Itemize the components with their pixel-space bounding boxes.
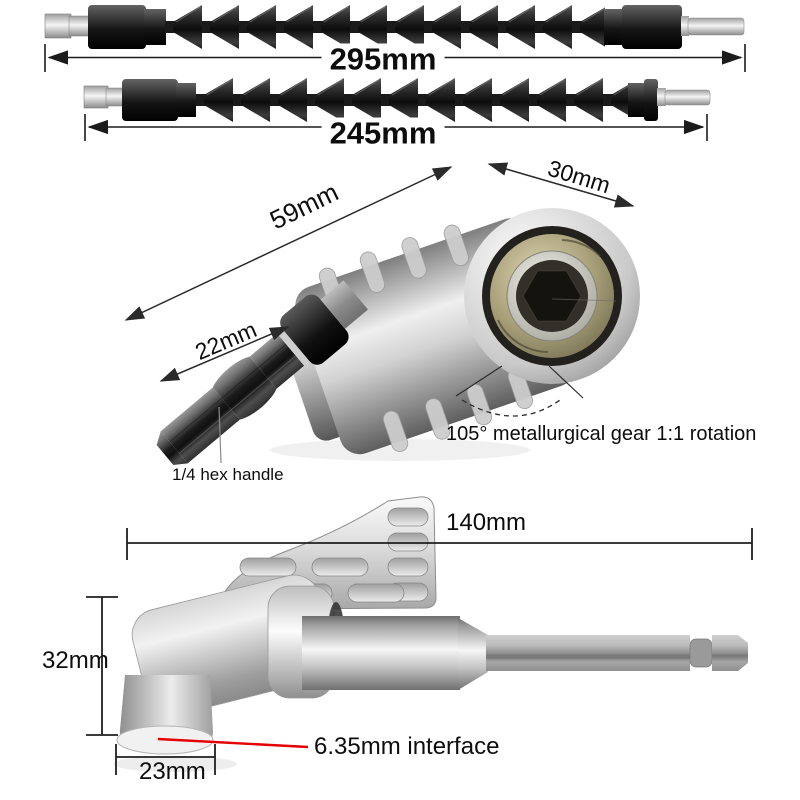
dimension-line-140	[126, 528, 753, 560]
offset-overall-length-label: 140mm	[446, 509, 527, 536]
dimension-arrow-59	[124, 166, 453, 321]
shaft-long-length-label: 295mm	[321, 43, 445, 75]
rotation-note: 105° metallurgical gear 1:1 rotation	[446, 423, 757, 445]
interface-note: 6.35mm interface	[314, 733, 500, 760]
angle-adapter-image	[156, 208, 640, 465]
interface-leader-line	[157, 737, 309, 749]
offset-adapter-illustration	[86, 496, 753, 775]
shaft-short-length-label: 245mm	[321, 117, 445, 149]
dimension-arrow-22	[159, 326, 290, 382]
offset-head-height-label: 32mm	[42, 647, 109, 674]
flex-shaft-long-image	[44, 4, 745, 50]
dimension-line-23	[115, 744, 216, 775]
hex-socket	[522, 270, 582, 322]
dimension-arrow-30	[487, 162, 635, 208]
hex-handle-leader-line	[218, 406, 222, 464]
offset-adapter-image	[113, 496, 748, 772]
offset-head-width-label: 23mm	[139, 758, 206, 785]
hex-handle-note: 1/4 hex handle	[172, 465, 284, 484]
angle-105-marker	[455, 365, 584, 417]
flex-shaft-short-image	[83, 77, 711, 123]
dimension-line-32	[86, 596, 118, 736]
angle-adapter-illustration	[124, 162, 640, 465]
